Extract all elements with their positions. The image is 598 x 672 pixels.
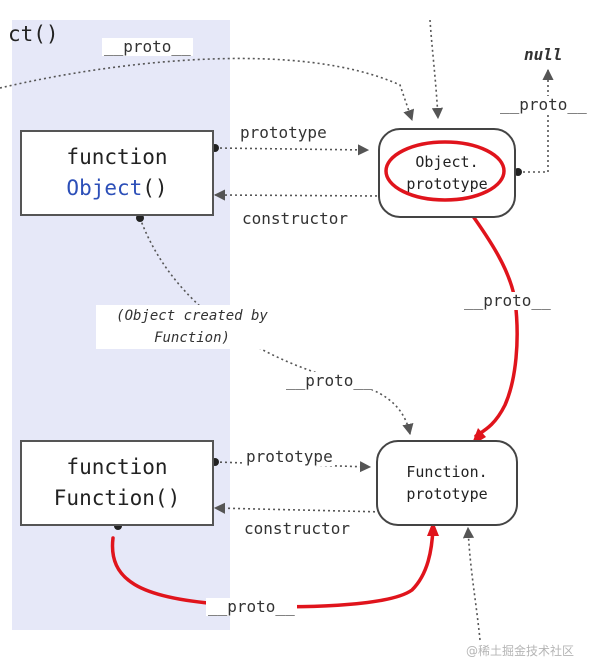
proto-label-top: __proto__ — [102, 37, 193, 56]
object-prototype-node: Object. prototype — [378, 128, 516, 218]
function-function-signature: Function() — [53, 486, 181, 510]
object-parens: () — [142, 176, 168, 200]
proto-label-null: __proto__ — [498, 95, 589, 114]
endpoint-dot — [136, 214, 144, 222]
null-label: null — [522, 45, 565, 64]
object-prototype-line1: Object. — [415, 153, 479, 171]
note-line2: Function) — [154, 330, 230, 346]
corner-code-fragment: ct() — [8, 22, 59, 46]
function-function-keyword: function — [66, 455, 168, 479]
object-created-by-function-note: (Object created by Function) — [96, 305, 288, 349]
edge-constructor-obj — [213, 189, 383, 201]
red-arrow-head — [427, 521, 439, 536]
proto-label-middle: __proto__ — [284, 371, 375, 390]
edge-prototype-fn — [214, 461, 372, 473]
edge-constructor-fn — [213, 502, 386, 514]
watermark: @稀土掘金技术社区 — [466, 644, 575, 658]
red-circle-highlight — [384, 140, 506, 202]
edge-proto-null — [518, 68, 554, 173]
edge-bottom-up-to-function-proto — [462, 526, 481, 641]
edge-top-down-to-object-proto — [429, 19, 444, 120]
edge-proto-top — [0, 57, 415, 122]
edge-prototype-obj — [214, 144, 370, 156]
object-name: Object — [66, 176, 143, 200]
constructor-label-function: constructor — [242, 519, 352, 538]
red-proto-link — [110, 526, 435, 609]
function-function-box: function Function() — [20, 440, 214, 526]
function-prototype-line1: Function. — [406, 463, 488, 481]
constructor-label-object: constructor — [240, 209, 350, 228]
endpoint-dot — [514, 168, 522, 176]
object-function-box: function Object() — [20, 130, 214, 216]
prototype-label-object: prototype — [238, 123, 329, 142]
object-function-signature: Object() — [66, 173, 167, 204]
function-prototype-node: Function. prototype — [376, 440, 518, 526]
object-function-keyword: function — [66, 145, 168, 169]
proto-label-right: __proto__ — [462, 291, 553, 310]
edge-object-to-function-proto — [139, 217, 414, 436]
red-proto-link — [468, 210, 519, 438]
object-prototype-line2: prototype — [406, 175, 488, 193]
note-line1: (Object created by — [116, 308, 268, 324]
prototype-label-function: prototype — [244, 447, 335, 466]
function-prototype-line2: prototype — [406, 485, 488, 503]
proto-label-bottom: __proto__ — [206, 597, 297, 616]
